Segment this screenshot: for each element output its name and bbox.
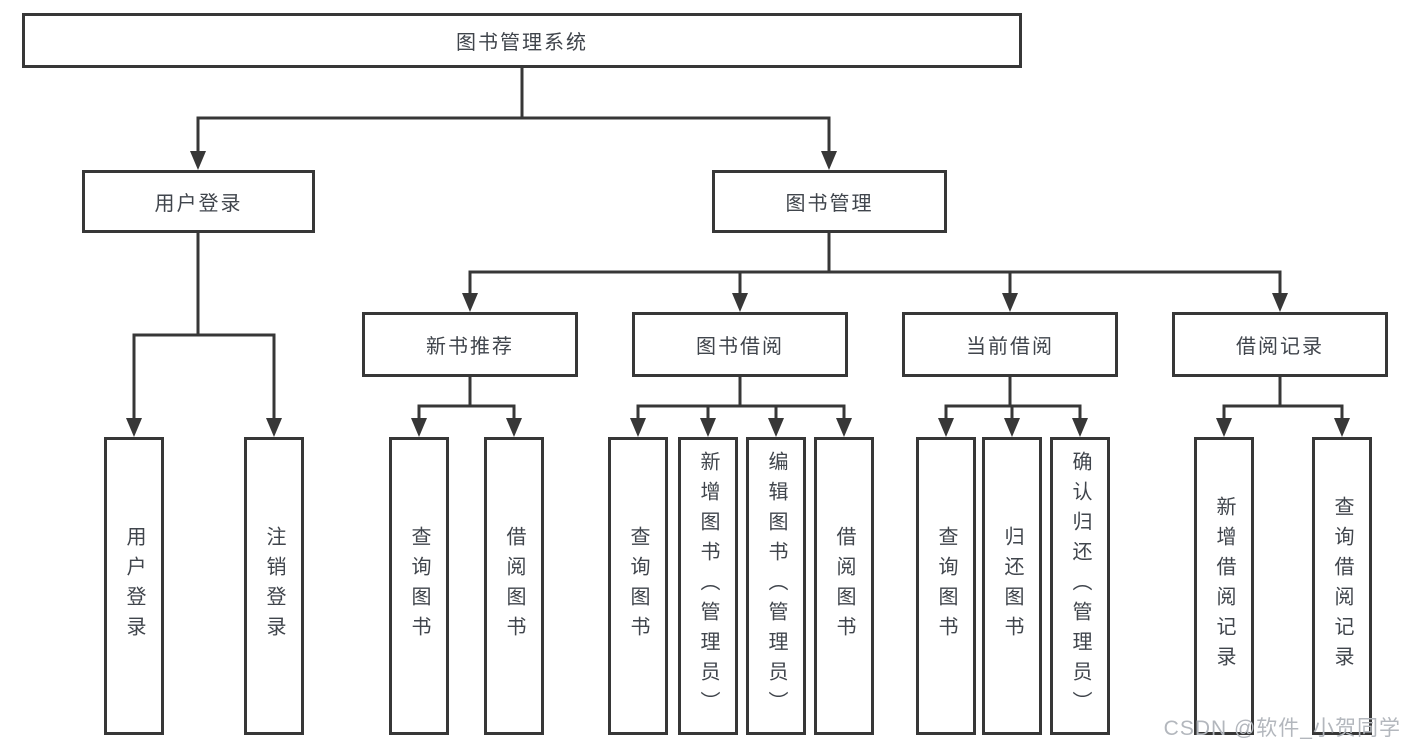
- node-book-borrowing: 图书借阅: [632, 312, 848, 377]
- leaf-confirm-return-admin: 确认归还（管理员）: [1050, 437, 1110, 735]
- leaf-edit-books-admin-label: 编辑图书（管理员）: [765, 451, 787, 721]
- leaf-confirm-return-admin-label: 确认归还（管理员）: [1069, 451, 1091, 721]
- leaf-edit-books-admin: 编辑图书（管理员）: [746, 437, 806, 735]
- leaf-query-books-borrowing: 查询图书: [608, 437, 668, 735]
- node-user-login: 用户登录: [82, 170, 315, 233]
- leaf-query-borrow-record-label: 查询借阅记录: [1331, 496, 1353, 676]
- leaf-query-books-recommend-label: 查询图书: [408, 526, 430, 646]
- node-borrowing-records: 借阅记录: [1172, 312, 1388, 377]
- leaf-borrow-books-recommend-label: 借阅图书: [503, 526, 525, 646]
- leaf-return-books: 归还图书: [982, 437, 1042, 735]
- leaf-borrow-books-borrowing-label: 借阅图书: [833, 526, 855, 646]
- leaf-query-books-current: 查询图书: [916, 437, 976, 735]
- leaf-query-books-current-label: 查询图书: [935, 526, 957, 646]
- leaf-borrow-books-borrowing: 借阅图书: [814, 437, 874, 735]
- node-book-management: 图书管理: [712, 170, 947, 233]
- node-current-borrowing: 当前借阅: [902, 312, 1118, 377]
- node-library-management-system: 图书管理系统: [22, 13, 1022, 68]
- leaf-user-login-label: 用户登录: [123, 526, 145, 646]
- leaf-logout-login: 注销登录: [244, 437, 304, 735]
- leaf-return-books-label: 归还图书: [1001, 526, 1023, 646]
- leaf-query-books-recommend: 查询图书: [389, 437, 449, 735]
- leaf-query-books-borrowing-label: 查询图书: [627, 526, 649, 646]
- leaf-user-login: 用户登录: [104, 437, 164, 735]
- leaf-add-books-admin-label: 新增图书（管理员）: [697, 451, 719, 721]
- csdn-watermark: CSDN @软件_小贺同学: [1163, 717, 1401, 740]
- leaf-new-borrow-record-label: 新增借阅记录: [1213, 496, 1235, 676]
- leaf-new-borrow-record: 新增借阅记录: [1194, 437, 1254, 735]
- node-new-book-recommend: 新书推荐: [362, 312, 578, 377]
- leaf-logout-login-label: 注销登录: [263, 526, 285, 646]
- leaf-query-borrow-record: 查询借阅记录: [1312, 437, 1372, 735]
- leaf-borrow-books-recommend: 借阅图书: [484, 437, 544, 735]
- leaf-add-books-admin: 新增图书（管理员）: [678, 437, 738, 735]
